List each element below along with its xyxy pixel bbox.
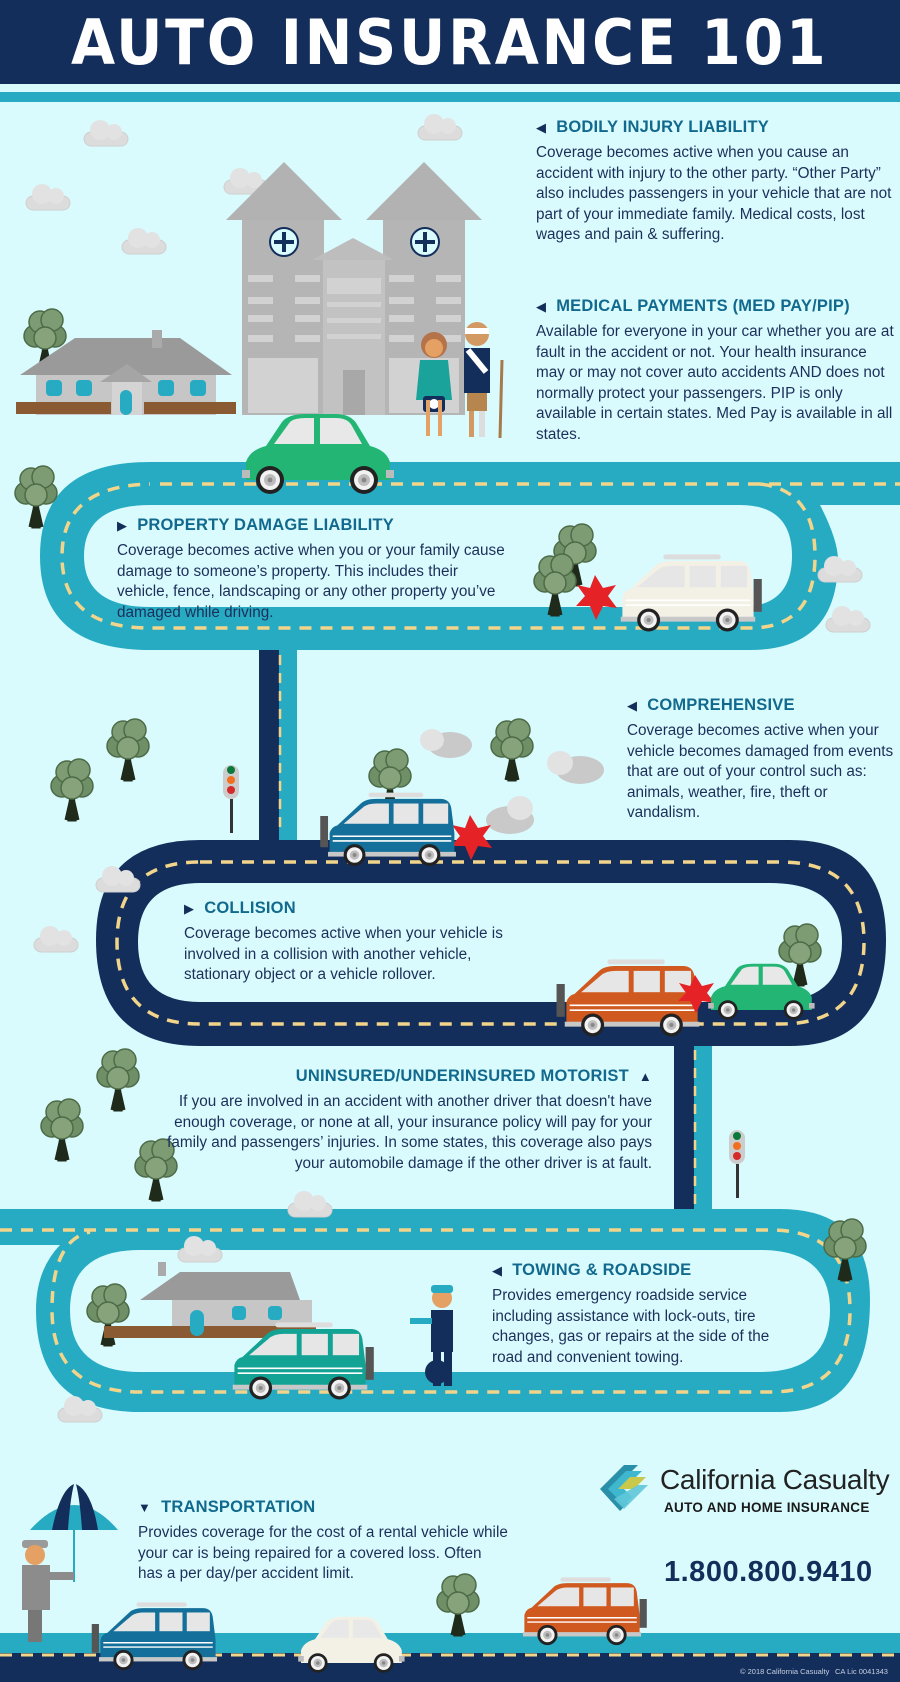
section-comprehensive: ◀COMPREHENSIVE Coverage becomes active w…: [627, 696, 899, 824]
impact-burst-icon: [576, 575, 617, 620]
brand-name: California Casualty: [660, 1464, 890, 1495]
arrow-left-icon: ◀: [627, 697, 638, 713]
road-vertical-connector-left: [259, 650, 297, 840]
white-suv-icon: [619, 553, 762, 632]
teal-suv-icon: [231, 1321, 374, 1400]
section-body: If you are involved in an accident with …: [167, 1093, 652, 1172]
impact-burst-icon: [678, 975, 715, 1013]
section-heading: ▶PROPERTY DAMAGE LIABILITY: [117, 516, 394, 534]
section-heading: ◀TOWING & ROADSIDE: [492, 1261, 692, 1279]
section-body: Coverage becomes active when your vehicl…: [184, 925, 503, 984]
license-text: CA Lic 0041343: [835, 1667, 888, 1676]
section-body: Provides coverage for the cost of a rent…: [138, 1524, 508, 1583]
house-icon: [16, 307, 236, 415]
section-body: Coverage becomes active when you cause a…: [536, 144, 892, 244]
traffic-light-icon: [223, 765, 239, 833]
header-banner: AUTO INSURANCE 101: [0, 0, 900, 84]
traffic-light-icon: [729, 1130, 745, 1198]
brand-tagline: AUTO AND HOME INSURANCE: [664, 1500, 870, 1515]
section-uninsured: UNINSURED/UNDERINSURED MOTORIST▲ If you …: [140, 1067, 652, 1174]
umbrella-man-icon: [22, 1484, 118, 1642]
section-towing: ◀TOWING & ROADSIDE Provides emergency ro…: [492, 1261, 802, 1368]
copyright-text: © 2018 California Casualty: [740, 1667, 830, 1676]
section-body: Coverage becomes active when you or your…: [117, 542, 505, 621]
section-transportation: ▼TRANSPORTATION Provides coverage for th…: [138, 1498, 510, 1585]
stacked-chevron-logo-icon: [600, 1465, 648, 1511]
section-bodily-injury: ◀BODILY INJURY LIABILITY Coverage become…: [536, 118, 896, 246]
arrow-up-icon: ▲: [638, 1069, 652, 1084]
section-heading: ▼TRANSPORTATION: [138, 1498, 316, 1516]
section-body: Available for everyone in your car wheth…: [536, 323, 894, 443]
section-body: Coverage becomes active when your vehicl…: [627, 722, 894, 822]
arrow-left-icon: ◀: [536, 119, 547, 135]
impact-burst-icon: [451, 815, 492, 860]
blue-wagon-bottom-icon: [91, 1601, 218, 1671]
section-heading: ▶COLLISION: [184, 899, 296, 917]
brand-logo[interactable]: California Casualty AUTO AND HOME INSURA…: [594, 1458, 894, 1520]
page-title: AUTO INSURANCE 101: [71, 5, 829, 79]
section-property-damage: ▶PROPERTY DAMAGE LIABILITY Coverage beco…: [117, 516, 509, 623]
section-heading: ◀MEDICAL PAYMENTS (MED PAY/PIP): [536, 297, 850, 315]
section-heading: ◀BODILY INJURY LIABILITY: [536, 118, 769, 136]
orange-suv-icon: [556, 958, 701, 1037]
arrow-down-icon: ▼: [138, 1500, 152, 1515]
section-heading: ◀COMPREHENSIVE: [627, 696, 795, 714]
header-stripe: [0, 92, 900, 102]
footer: © 2018 California Casualty CA Lic 004134…: [0, 1665, 900, 1682]
hospital-building-icon: [226, 162, 482, 415]
road-vertical-connector-right: [674, 1046, 712, 1211]
section-body: Provides emergency roadside service incl…: [492, 1287, 770, 1366]
section-heading: UNINSURED/UNDERINSURED MOTORIST▲: [295, 1067, 652, 1085]
orange-wagon-bottom-icon: [522, 1576, 647, 1646]
arrow-left-icon: ◀: [492, 1262, 503, 1278]
mechanic-icon: [410, 1285, 453, 1386]
arrow-left-icon: ◀: [536, 298, 547, 314]
section-collision: ▶COLLISION Coverage becomes active when …: [184, 899, 530, 986]
injured-people-icon: [416, 322, 504, 439]
arrow-right-icon: ▶: [184, 900, 195, 916]
arrow-right-icon: ▶: [117, 517, 128, 533]
blue-suv-icon: [320, 791, 457, 866]
section-medical-payments: ◀MEDICAL PAYMENTS (MED PAY/PIP) Availabl…: [536, 297, 898, 446]
cow-icons: [420, 729, 604, 834]
phone-number-link[interactable]: 1.800.800.9410: [664, 1556, 873, 1588]
